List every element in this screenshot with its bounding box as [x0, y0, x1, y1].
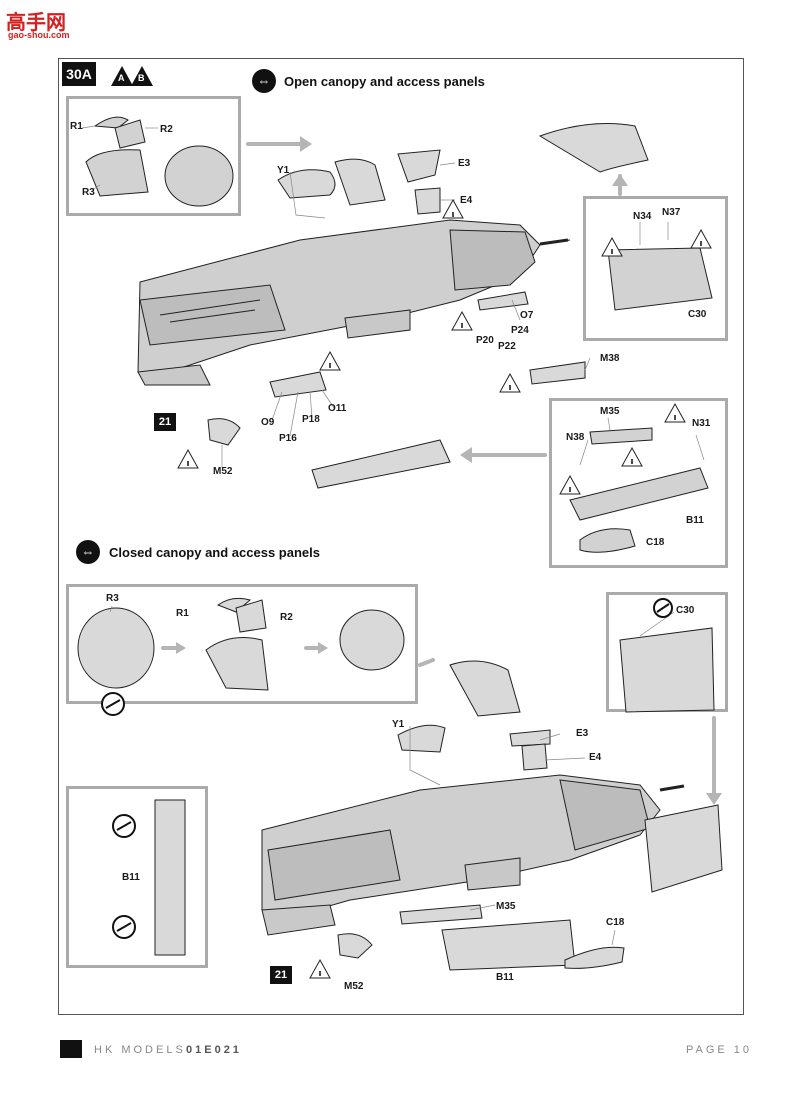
label-n34: N34 [633, 211, 652, 222]
label-p20: P20 [476, 335, 494, 346]
label-r2-open: R2 [160, 124, 173, 135]
footer-brand: HK MODELS [94, 1044, 186, 1056]
label-n31: N31 [692, 418, 711, 429]
label-b11-side: B11 [122, 872, 140, 883]
label-r1-open: R1 [70, 121, 83, 132]
page-border [58, 58, 744, 1015]
footer-page: PAGE 10 [686, 1044, 753, 1056]
part-m52-open [207, 418, 241, 446]
panel-c30-closed [644, 804, 723, 893]
footer-code: 01E021 [186, 1044, 242, 1056]
label-e4-open: E4 [460, 195, 473, 206]
label-r1-closed: R1 [176, 608, 189, 619]
label-p24: P24 [511, 325, 529, 336]
watermark-url: gao-shou.com [8, 30, 70, 40]
open-section-title: Open canopy and access panels [284, 74, 485, 89]
closed-section-title: Closed canopy and access panels [109, 545, 320, 560]
label-r3-closed: R3 [106, 593, 119, 604]
canopy-y1-open [277, 169, 336, 199]
label-o9: O9 [261, 417, 275, 428]
label-c18-open: C18 [646, 537, 665, 548]
label-o7: O7 [520, 310, 534, 321]
panel-lower-open [311, 439, 451, 489]
label-y1-closed: Y1 [392, 719, 405, 730]
label-c30-closed: C30 [676, 605, 695, 616]
label-n38: N38 [566, 432, 585, 443]
label-c30-open: C30 [688, 309, 707, 320]
label-r3-open: R3 [82, 187, 95, 198]
label-b11-closed: B11 [496, 972, 514, 983]
closed-arrows-icon: ⇔ [76, 540, 100, 564]
step-number: 30A [62, 62, 96, 86]
label-m38: M38 [600, 353, 620, 364]
label-m35-closed: M35 [496, 901, 516, 912]
watermark-brand: 高手网 [6, 10, 66, 34]
label-r2-closed: R2 [280, 612, 293, 623]
label-n37: N37 [662, 207, 681, 218]
label-e3-closed: E3 [576, 728, 589, 739]
watermark-logo: 高手网 [6, 6, 66, 35]
panel-b11-closed [441, 919, 576, 971]
label-e3-open: E3 [458, 158, 471, 169]
label-b11-open: B11 [686, 515, 704, 526]
panel-upper-open [538, 123, 649, 173]
label-p18: P18 [302, 414, 320, 425]
label-y1-open: Y1 [277, 165, 290, 176]
panel-c30-detail [607, 247, 713, 311]
label-m35-open: M35 [600, 406, 620, 417]
label-p22: P22 [498, 341, 516, 352]
hk-logo [60, 1040, 82, 1058]
canopy-y1-closed [397, 724, 446, 753]
label-o11: O11 [328, 403, 347, 414]
label-c18-closed: C18 [606, 917, 625, 928]
open-arrows-icon: ⇔ [252, 69, 276, 93]
label-e4-closed: E4 [589, 752, 602, 763]
label-m52-closed: M52 [344, 981, 364, 992]
panel-b11-detail [569, 467, 709, 521]
label-p16: P16 [279, 433, 297, 444]
ref-step-21-closed: 21 [270, 966, 292, 984]
variant-a-badge: A [118, 73, 125, 83]
variant-b-badge: B [138, 73, 145, 83]
ref-step-21-open: 21 [154, 413, 176, 431]
label-m52-open: M52 [213, 466, 233, 477]
